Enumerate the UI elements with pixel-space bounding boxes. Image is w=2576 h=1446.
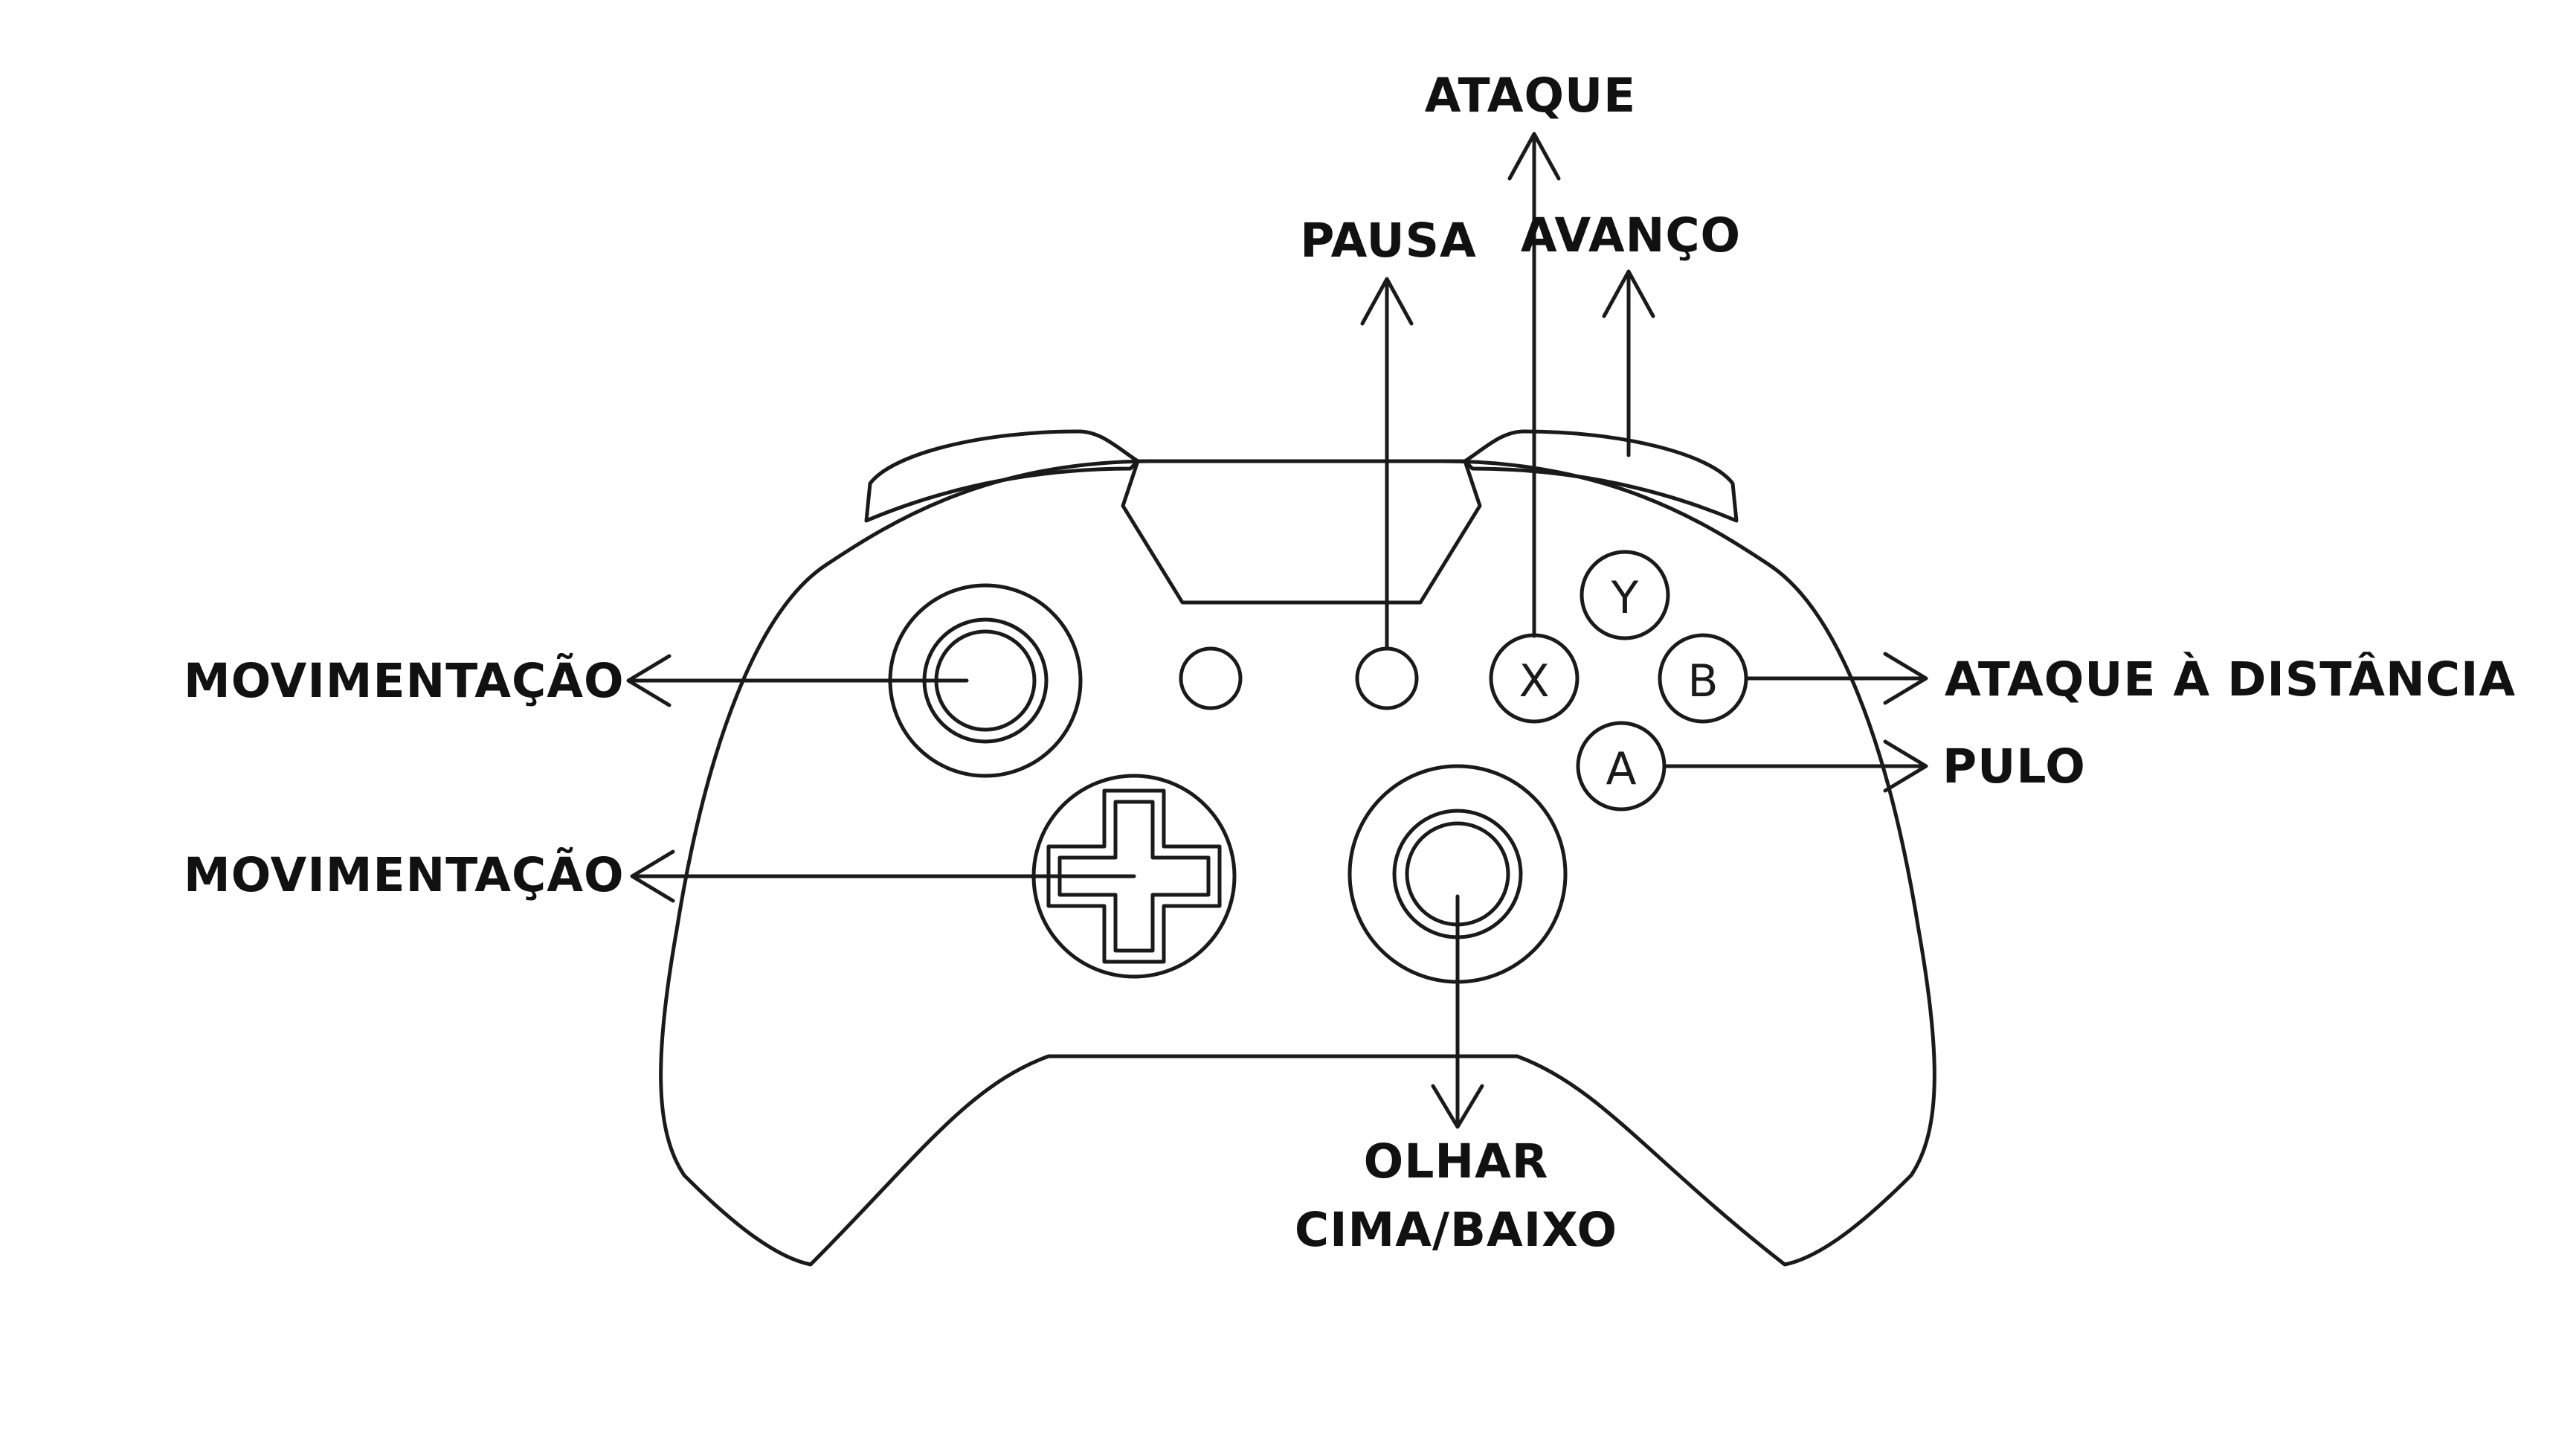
right-bumper: [1463, 429, 1739, 523]
arrow-pulo: [1662, 739, 1928, 793]
face-button-x-letter: X: [1519, 655, 1549, 707]
arrow-ataque-distancia: [1745, 652, 1928, 705]
face-button-b-letter: B: [1687, 655, 1718, 707]
dpad-inner-icon: [1057, 800, 1211, 953]
arrow-pausa: [1360, 277, 1414, 651]
label-avanco: AVANÇO: [1521, 208, 1741, 263]
callout-arrows: [626, 132, 1928, 1129]
arrow-ataque: [1507, 132, 1561, 638]
label-movimentacao-stick: MOVIMENTAÇÃO: [184, 654, 625, 708]
view-button: [1179, 646, 1243, 710]
controller-body: Y X B A: [659, 429, 1936, 1267]
left-bumper: [864, 429, 1140, 523]
arrow-movimentacao-dpad: [630, 849, 1136, 903]
face-button-y-letter: Y: [1611, 572, 1639, 624]
label-ataque-distancia: ATAQUE À DISTÂNCIA: [1945, 652, 2516, 707]
label-movimentacao-dpad: MOVIMENTAÇÃO: [184, 848, 625, 902]
menu-button: [1355, 646, 1419, 710]
face-button-b: B: [1658, 633, 1748, 724]
callout-labels: ATAQUE PAUSA AVANÇO MOVIMENTAÇÃO MOVIMEN…: [184, 68, 2516, 1257]
arrow-movimentacao-stick: [626, 654, 969, 707]
label-olhar-line2: CIMA/BAIXO: [1295, 1203, 1617, 1257]
arrow-olhar: [1431, 894, 1484, 1129]
label-olhar-line1: OLHAR: [1364, 1134, 1549, 1189]
dpad-icon: [1046, 788, 1222, 964]
face-button-a-letter: A: [1606, 743, 1636, 795]
label-pulo: PULO: [1942, 739, 2086, 794]
label-pausa: PAUSA: [1300, 213, 1477, 268]
label-ataque: ATAQUE: [1425, 68, 1636, 123]
controller-outline: [659, 459, 1936, 1267]
guide-panel: [1121, 459, 1482, 605]
arrow-avanco: [1602, 269, 1655, 457]
face-button-y: Y: [1580, 550, 1670, 640]
face-button-a: A: [1576, 721, 1667, 812]
face-button-x: X: [1489, 633, 1580, 724]
